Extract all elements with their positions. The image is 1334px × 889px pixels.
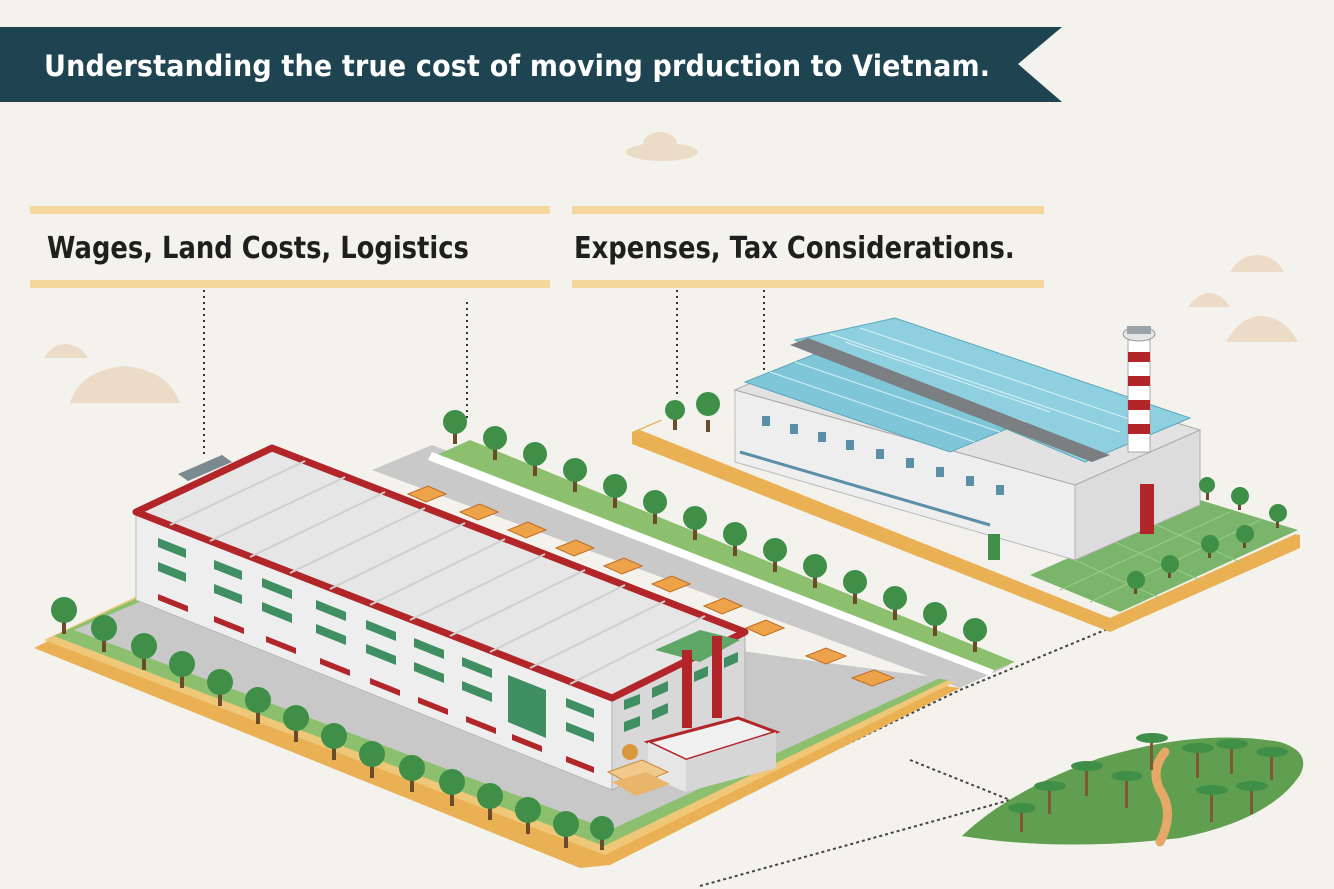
- tree-icon: [523, 442, 547, 476]
- banner-ribbon: [0, 27, 1062, 102]
- tree-icon: [923, 602, 947, 636]
- title-banner: Understanding the true cost of moving pr…: [0, 27, 1062, 102]
- right-factory-red-door: [1140, 484, 1154, 534]
- cloud-icon: [1188, 293, 1230, 307]
- tree-icon: [1269, 504, 1287, 528]
- cargo-pallets: [606, 744, 670, 796]
- tree-icon: [883, 586, 907, 620]
- cloud-icon: [70, 366, 180, 403]
- tree-icon: [515, 797, 541, 834]
- tree-icon: [1236, 525, 1254, 548]
- palm-tree-icon: [1136, 733, 1168, 770]
- tree-icon: [1161, 555, 1179, 578]
- palm-tree-icon: [1256, 747, 1288, 780]
- tree-icon: [643, 490, 667, 524]
- palm-grove: [962, 733, 1304, 847]
- tree-icon: [763, 538, 787, 572]
- page-title: Understanding the true cost of moving pr…: [44, 49, 991, 83]
- tree-row-road: [443, 410, 987, 652]
- palm-tree-icon: [1111, 771, 1143, 808]
- palm-tree-icon: [1071, 761, 1103, 796]
- left-factory-windows: [158, 538, 594, 742]
- tree-icon: [169, 651, 195, 688]
- tree-icon: [1127, 571, 1145, 594]
- solar-grid: [769, 327, 1151, 443]
- chimney-icon: [1122, 326, 1156, 453]
- palm-tree-icon: [1236, 781, 1268, 814]
- right-factory-door: [988, 534, 1000, 560]
- tree-icon: [1199, 477, 1215, 500]
- tree-icon: [439, 769, 465, 806]
- right-factory-strip-windows: [739, 450, 991, 527]
- right-lawn: [1030, 500, 1298, 612]
- tree-icon: [483, 426, 507, 460]
- tree-icon: [665, 400, 685, 430]
- tree-row-right: [665, 392, 1287, 594]
- right-lawn-grid: [1059, 511, 1261, 603]
- tree-icon: [321, 723, 347, 760]
- truck-icon: [406, 485, 896, 687]
- cost-factors-right: Expenses, Tax Considerations.: [574, 231, 1015, 266]
- tree-icon: [477, 783, 503, 820]
- road-median: [430, 440, 1015, 672]
- tree-icon: [283, 705, 309, 742]
- loading-dock-wall: [686, 732, 776, 792]
- left-factory-side-details: [624, 636, 738, 732]
- tree-row-left: [51, 597, 614, 850]
- tree-icon: [443, 410, 467, 444]
- roof-ribs: [169, 460, 706, 685]
- tree-icon: [683, 506, 707, 540]
- palm-tree-icon: [1182, 743, 1214, 778]
- tree-icon: [963, 618, 987, 652]
- cloud-icon: [44, 344, 88, 358]
- tree-icon: [51, 597, 77, 634]
- tree-icon: [696, 392, 720, 432]
- tree-icon: [399, 755, 425, 792]
- palm-tree-icon: [1008, 803, 1036, 832]
- tree-icon: [563, 458, 587, 492]
- tree-icon: [843, 570, 867, 604]
- tree-icon: [1201, 535, 1219, 558]
- tree-icon: [245, 687, 271, 724]
- tree-icon: [590, 816, 614, 850]
- tree-icon: [1231, 487, 1249, 510]
- tree-icon: [553, 811, 579, 848]
- right-factory-windows: [762, 416, 1004, 495]
- tree-icon: [603, 474, 627, 508]
- cloud-icon: [626, 132, 698, 161]
- tree-icon: [359, 741, 385, 778]
- tree-icon: [207, 669, 233, 706]
- left-factory-vents: [158, 594, 594, 773]
- palm-tree-icon: [1034, 781, 1066, 814]
- cloud-icon: [1230, 255, 1284, 272]
- roof-vent: [178, 455, 232, 481]
- road-curb: [428, 452, 994, 676]
- tree-icon: [803, 554, 827, 588]
- divider-bar-right: [572, 206, 1044, 288]
- palm-tree-icon: [1196, 785, 1228, 822]
- divider-bar-left: [30, 206, 550, 288]
- connector-lines: [203, 290, 765, 458]
- tree-icon: [91, 615, 117, 652]
- left-factory-roof: [132, 444, 749, 702]
- palm-tree-icon: [1216, 739, 1248, 774]
- roof-walkway: [790, 338, 1110, 462]
- road: [372, 445, 1010, 688]
- cloud-icon: [1226, 316, 1298, 342]
- tree-icon: [723, 522, 747, 556]
- tree-icon: [131, 633, 157, 670]
- cost-factors-left: Wages, Land Costs, Logistics: [47, 231, 469, 266]
